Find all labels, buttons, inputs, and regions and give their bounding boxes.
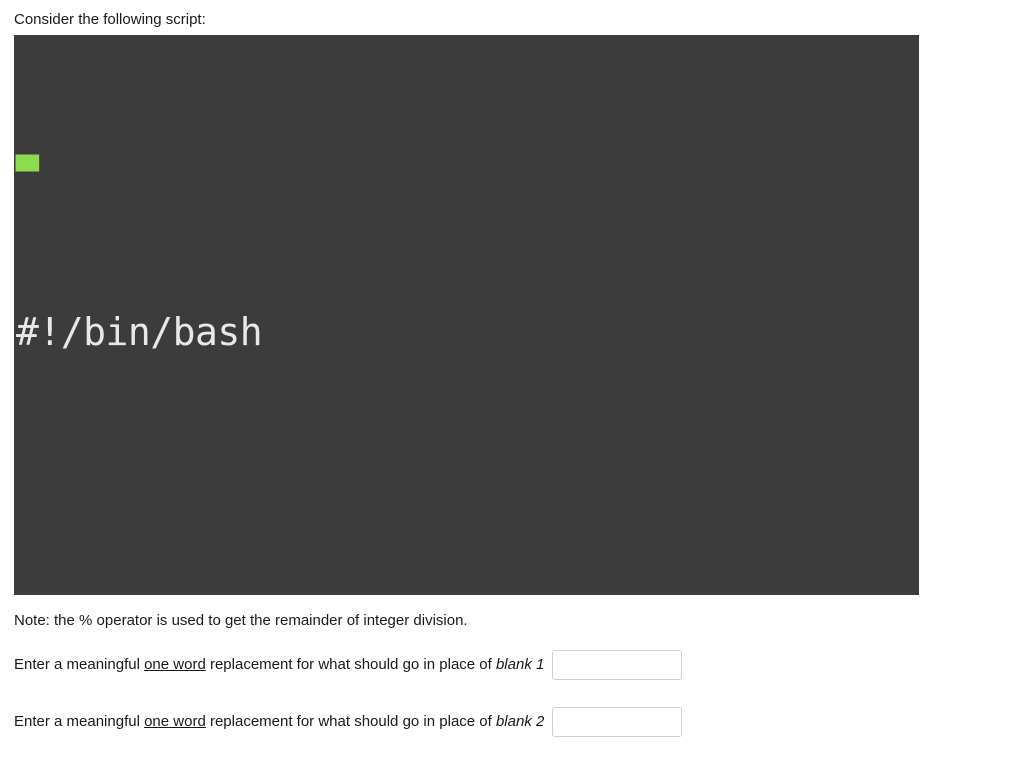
code-block: ▃ #!/bin/bash n=16 if [ $((n % 2)) -eq 0… (14, 35, 919, 595)
question-1-text-middle: replacement for what should go in place … (205, 656, 496, 673)
question-1-blank-label: blank 1 (495, 656, 545, 673)
question-2-blank-label: blank 2 (495, 713, 545, 730)
code-listing: ▃ #!/bin/bash n=16 if [ $((n % 2)) -eq 0… (14, 35, 919, 595)
code-line-clipped-top: ▃ (16, 127, 39, 171)
question-row-2: Enter a meaningful one word replacement … (14, 707, 683, 737)
answer-input-blank-2[interactable] (552, 707, 683, 737)
code-line-0: #!/bin/bash (16, 310, 263, 354)
note-text: Note: the % operator is used to get the … (14, 612, 468, 629)
intro-text: Consider the following script: (14, 11, 206, 28)
question-2-emphasis: one word (144, 713, 206, 730)
question-row-1: Enter a meaningful one word replacement … (14, 650, 683, 680)
question-2-text-before: Enter a meaningful (14, 713, 145, 730)
question-2-label: Enter a meaningful one word replacement … (14, 712, 544, 732)
question-1-label: Enter a meaningful one word replacement … (14, 655, 544, 675)
answer-input-blank-1[interactable] (552, 650, 683, 680)
code-line-1 (14, 485, 919, 546)
question-1-text-before: Enter a meaningful (14, 656, 145, 673)
question-1-emphasis: one word (144, 656, 206, 673)
question-2-text-middle: replacement for what should go in place … (205, 713, 496, 730)
